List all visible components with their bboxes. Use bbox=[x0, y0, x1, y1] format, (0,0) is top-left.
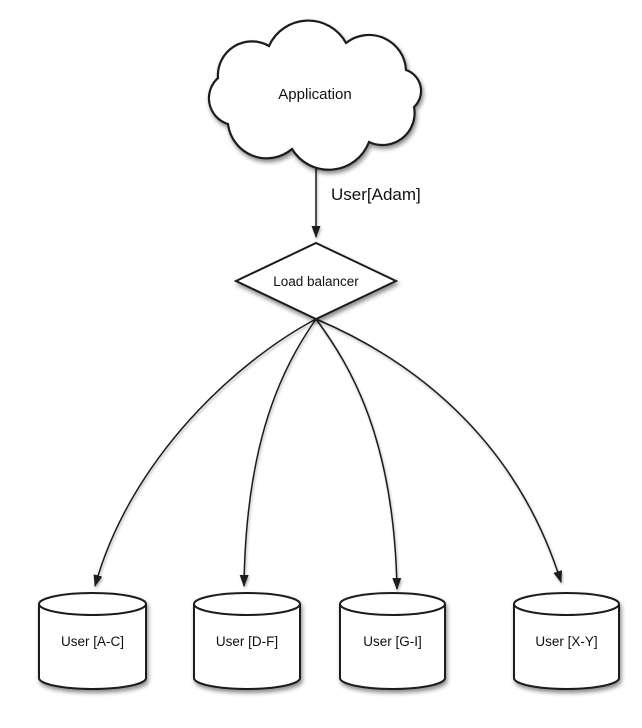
arrow-loadbalancer-to-shard-ac bbox=[93, 318, 317, 587]
cylinder-body bbox=[513, 604, 620, 690]
node-application: Application bbox=[207, 19, 423, 171]
cloud-shape bbox=[207, 19, 423, 171]
cylinder-top bbox=[193, 592, 301, 616]
edge-label-user-adam: User[Adam] bbox=[331, 185, 421, 204]
node-shard-ac: User [A-C] bbox=[38, 592, 147, 690]
cylinder-top bbox=[339, 592, 446, 616]
node-label-application: Application bbox=[278, 86, 351, 103]
cylinder-top bbox=[513, 592, 620, 616]
cylinder-body bbox=[38, 604, 147, 690]
cylinder-body bbox=[339, 604, 446, 690]
cylinder-top bbox=[38, 592, 147, 616]
node-shard-df: User [D-F] bbox=[193, 592, 301, 690]
node-label-load-balancer: Load balancer bbox=[273, 274, 359, 289]
edges-layer bbox=[93, 152, 563, 590]
diamond-shape bbox=[233, 241, 399, 321]
node-shard-xy: User [X-Y] bbox=[513, 592, 620, 690]
arrow-loadbalancer-to-shard-gi bbox=[315, 318, 402, 590]
cylinder-body bbox=[193, 604, 301, 690]
node-label-shard-ac: User [A-C] bbox=[61, 634, 124, 649]
node-label-shard-xy: User [X-Y] bbox=[535, 634, 597, 649]
node-label-shard-df: User [D-F] bbox=[216, 634, 278, 649]
arrow-loadbalancer-to-shard-xy bbox=[315, 318, 563, 583]
arrow-loadbalancer-to-shard-df bbox=[239, 318, 317, 587]
node-shard-gi: User [G-I] bbox=[339, 592, 446, 690]
node-label-shard-gi: User [G-I] bbox=[363, 634, 422, 649]
node-load-balancer: Load balancer bbox=[233, 241, 399, 321]
